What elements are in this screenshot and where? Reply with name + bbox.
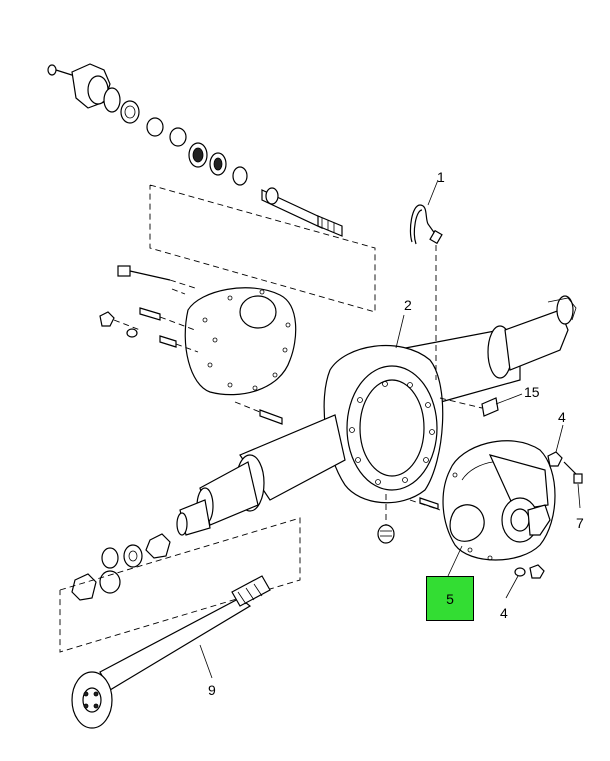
carrier-cover [184,287,297,396]
callout-15-label[interactable]: 15 [524,384,540,400]
pinion-guide-box [149,184,376,313]
cover-fasteners [99,265,283,425]
pinion-assembly [47,63,343,237]
callout-7-label[interactable]: 7 [576,515,584,531]
axle-nuts [71,533,171,601]
callout-9-label[interactable]: 9 [208,682,216,698]
callout-1-label[interactable]: 1 [437,169,445,185]
breather-tube [409,204,443,380]
differential-carrier [409,440,556,561]
carrier-fasteners [514,451,583,579]
drain-plug [377,494,395,544]
callout-4-bottom-label[interactable]: 4 [500,605,508,621]
callout-2-label[interactable]: 2 [404,297,412,313]
id-tag [439,397,499,417]
callout-4-top-label[interactable]: 4 [558,409,566,425]
callout-5-highlight[interactable]: 5 [426,576,474,621]
axle-housing [176,295,577,536]
leader-lines [199,179,581,679]
axle-shaft [71,575,271,729]
nut-guide-box [59,517,301,653]
